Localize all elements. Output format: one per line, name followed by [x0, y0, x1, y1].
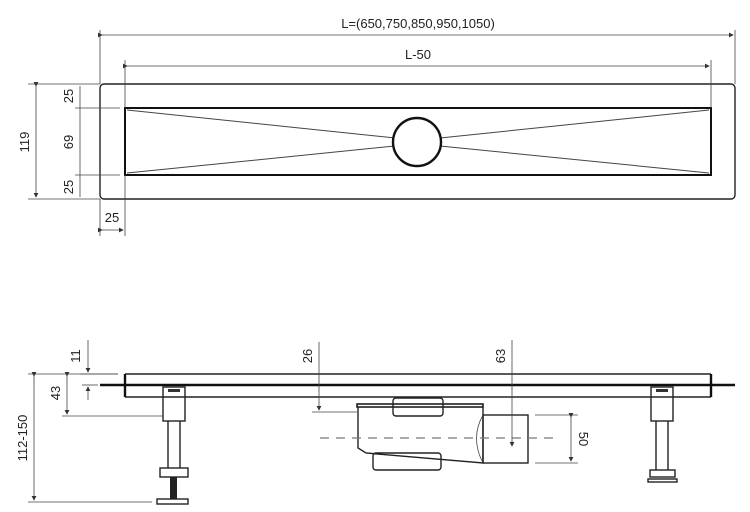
dim-grate-thickness: 11 — [68, 349, 83, 363]
dim-grate-width: 69 — [61, 135, 76, 149]
right-leg — [647, 386, 678, 483]
dim-outlet-diameter: 50 — [576, 432, 591, 446]
grate-outline — [124, 107, 712, 176]
dim-outlet-top: 26 — [300, 349, 315, 363]
dim-margin-side: 25 — [105, 210, 119, 225]
outlet-body — [320, 397, 556, 471]
dim-total-length: L=(650,750,850,950,1050) — [341, 16, 495, 31]
channel-outline — [99, 83, 736, 200]
dim-margin-bottom: 25 — [61, 180, 76, 194]
dim-outlet-center: 63 — [493, 349, 508, 363]
top-view: L=(650,750,850,950,1050) L-50 119 25 69 … — [17, 16, 736, 236]
dim-width-total: 119 — [17, 132, 32, 153]
dim-inner-length: L-50 — [405, 47, 431, 62]
dim-total-height: 112-150 — [15, 415, 30, 462]
dim-channel-depth: 43 — [48, 386, 63, 400]
left-leg — [156, 386, 189, 505]
dim-margin-top: 25 — [61, 89, 76, 103]
drain-outlet-circle — [391, 116, 443, 168]
side-view: 11 43 112-150 26 63 50 — [15, 340, 735, 505]
